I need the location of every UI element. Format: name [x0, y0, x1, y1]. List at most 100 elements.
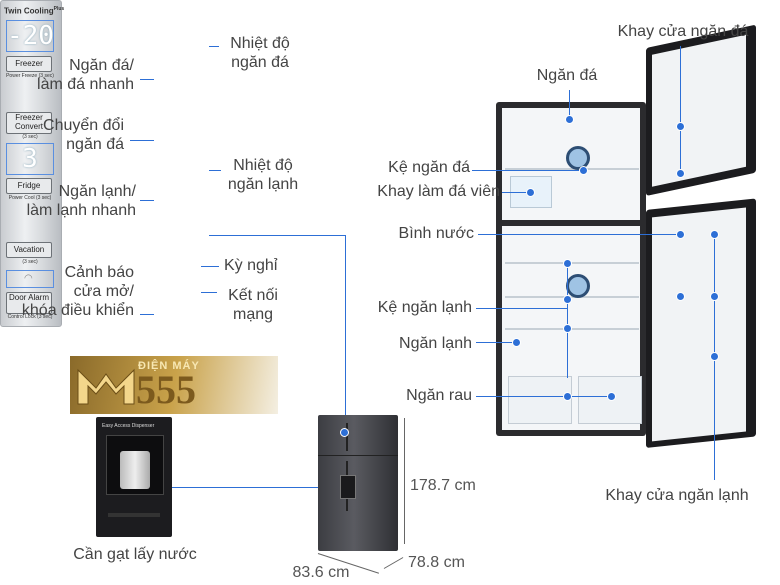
connector-line	[130, 140, 154, 141]
callout-dot	[563, 295, 572, 304]
label-door-alarm: Cảnh báo cửa mở/ khóa điều khiển	[21, 264, 134, 319]
callout-dot	[563, 324, 572, 333]
label-freezer-shelf: Kệ ngăn đá	[388, 159, 470, 176]
callout-dot	[340, 428, 349, 437]
logo-emblem-icon	[77, 368, 135, 405]
connector-line	[140, 200, 154, 201]
connector-line	[140, 314, 154, 315]
callout-dot	[563, 392, 572, 401]
callout-dot	[710, 352, 719, 361]
label-fridge-shelf: Kệ ngăn lạnh	[377, 299, 472, 316]
connector-line	[476, 308, 568, 309]
fridge-front-split	[318, 455, 398, 456]
connector-line	[567, 262, 568, 378]
logo-top-text: ĐIỆN MÁY	[138, 360, 200, 372]
callout-dot	[579, 166, 588, 175]
vacation-button-sub: (3 sec)	[22, 259, 38, 265]
freezer-temp-display: -20	[6, 20, 54, 52]
fan-icon	[566, 274, 590, 298]
connector-line	[345, 235, 346, 435]
callout-dot	[676, 230, 685, 239]
label-fridge-temp: Nhiệt độ ngăn lạnh	[227, 157, 299, 193]
door-alarm-button[interactable]: Door Alarm	[6, 292, 52, 314]
fridge-shelf-1	[505, 262, 639, 264]
label-freezer-door-tray: Khay cửa ngăn đá	[617, 23, 749, 40]
wifi-icon: ◠	[24, 273, 33, 284]
brand-logo: ĐIỆN MÁY 555	[70, 356, 278, 414]
freezer-button-sub: Power Freeze (3 sec)	[6, 73, 54, 79]
fan-icon	[566, 146, 590, 170]
label-fridge-door-tray: Khay cửa ngăn lạnh	[605, 487, 749, 504]
label-water-lever: Cần gạt lấy nước	[73, 546, 197, 563]
door-alarm-sub: Control Lock (3 sec)	[7, 314, 53, 320]
freezer-button[interactable]: Freezer	[6, 56, 52, 72]
label-ice-tray: Khay làm đá viên	[377, 183, 500, 200]
label-freezer-convert: Chuyển đổi ngăn đá	[43, 117, 124, 153]
fridge-temp-display: 3	[6, 143, 54, 175]
connector-line	[172, 487, 344, 488]
freezer-convert-sub: (3 sec)	[22, 134, 38, 140]
dimension-line-height	[404, 418, 405, 544]
connector-line	[209, 46, 219, 47]
panel-brand-text: Twin Cooling	[4, 6, 54, 16]
callout-dot	[565, 115, 574, 124]
wifi-indicator: ◠	[6, 270, 54, 288]
connector-line	[478, 234, 678, 235]
control-panel: Twin CoolingPlus -20 Freezer Power Freez…	[0, 0, 64, 327]
label-network: Kết nối mạng	[228, 287, 278, 323]
callout-dot	[607, 392, 616, 401]
callout-dot	[710, 292, 719, 301]
label-water-tank: Bình nước	[398, 225, 474, 242]
vacation-button[interactable]: Vacation	[6, 242, 52, 258]
callout-dot	[512, 338, 521, 347]
dispenser-caption: Easy Access Dispenser	[102, 423, 155, 429]
callout-dot	[563, 259, 572, 268]
fridge-door	[646, 198, 756, 448]
dispenser-lever[interactable]	[120, 451, 150, 489]
callout-dot	[676, 169, 685, 178]
connector-line	[209, 170, 221, 171]
connector-line	[201, 266, 219, 267]
callout-dot	[526, 188, 535, 197]
label-fridge-fast: Ngăn lạnh/ làm lạnh nhanh	[26, 183, 136, 219]
callout-dot	[676, 292, 685, 301]
freezer-shelf	[505, 168, 639, 170]
connector-line	[476, 342, 516, 343]
fridge-mini-dispenser	[340, 475, 356, 499]
freezer-convert-button[interactable]: Freezer Convert	[6, 112, 52, 134]
dimension-line-depth	[383, 557, 404, 569]
callout-dot	[676, 122, 685, 131]
dispenser-tray	[108, 513, 160, 517]
connector-line	[140, 79, 154, 80]
fridge-button-sub: Power Cool (3 sec)	[8, 195, 52, 201]
label-fridge: Ngăn lạnh	[399, 335, 472, 352]
fridge-door-inner	[652, 207, 746, 442]
label-freezer: Ngăn đá	[536, 67, 598, 84]
connector-line	[201, 292, 217, 293]
fridge-handle-top	[346, 423, 348, 451]
logo-number: 555	[136, 367, 196, 412]
panel-brand: Twin CoolingPlus	[4, 6, 64, 16]
dim-height: 178.7 cm	[410, 477, 476, 494]
fridge-shelf-2	[505, 296, 639, 298]
connector-line	[476, 396, 612, 397]
freezer-door-inner	[652, 34, 746, 187]
crisper-left	[508, 376, 572, 424]
fridge-button[interactable]: Fridge	[6, 178, 52, 194]
connector-line	[472, 170, 582, 171]
panel-brand-sup: Plus	[53, 6, 65, 12]
connector-line	[680, 46, 681, 172]
dim-depth: 78.8 cm	[408, 554, 465, 571]
label-crisper: Ngăn rau	[406, 387, 472, 404]
fridge-shelf-3	[505, 328, 639, 330]
connector-line	[209, 235, 345, 236]
freezer-door	[646, 24, 756, 197]
label-freezer-temp: Nhiệt độ ngăn đá	[230, 35, 290, 71]
label-freezer-fast: Ngăn đá/ làm đá nhanh	[37, 57, 134, 93]
water-dispenser: Easy Access Dispenser	[96, 417, 172, 537]
callout-dot	[710, 230, 719, 239]
label-vacation: Kỳ nghỉ	[224, 257, 278, 274]
connector-line	[569, 90, 570, 118]
fridge-front-view	[318, 415, 398, 551]
connector-line	[502, 192, 530, 193]
